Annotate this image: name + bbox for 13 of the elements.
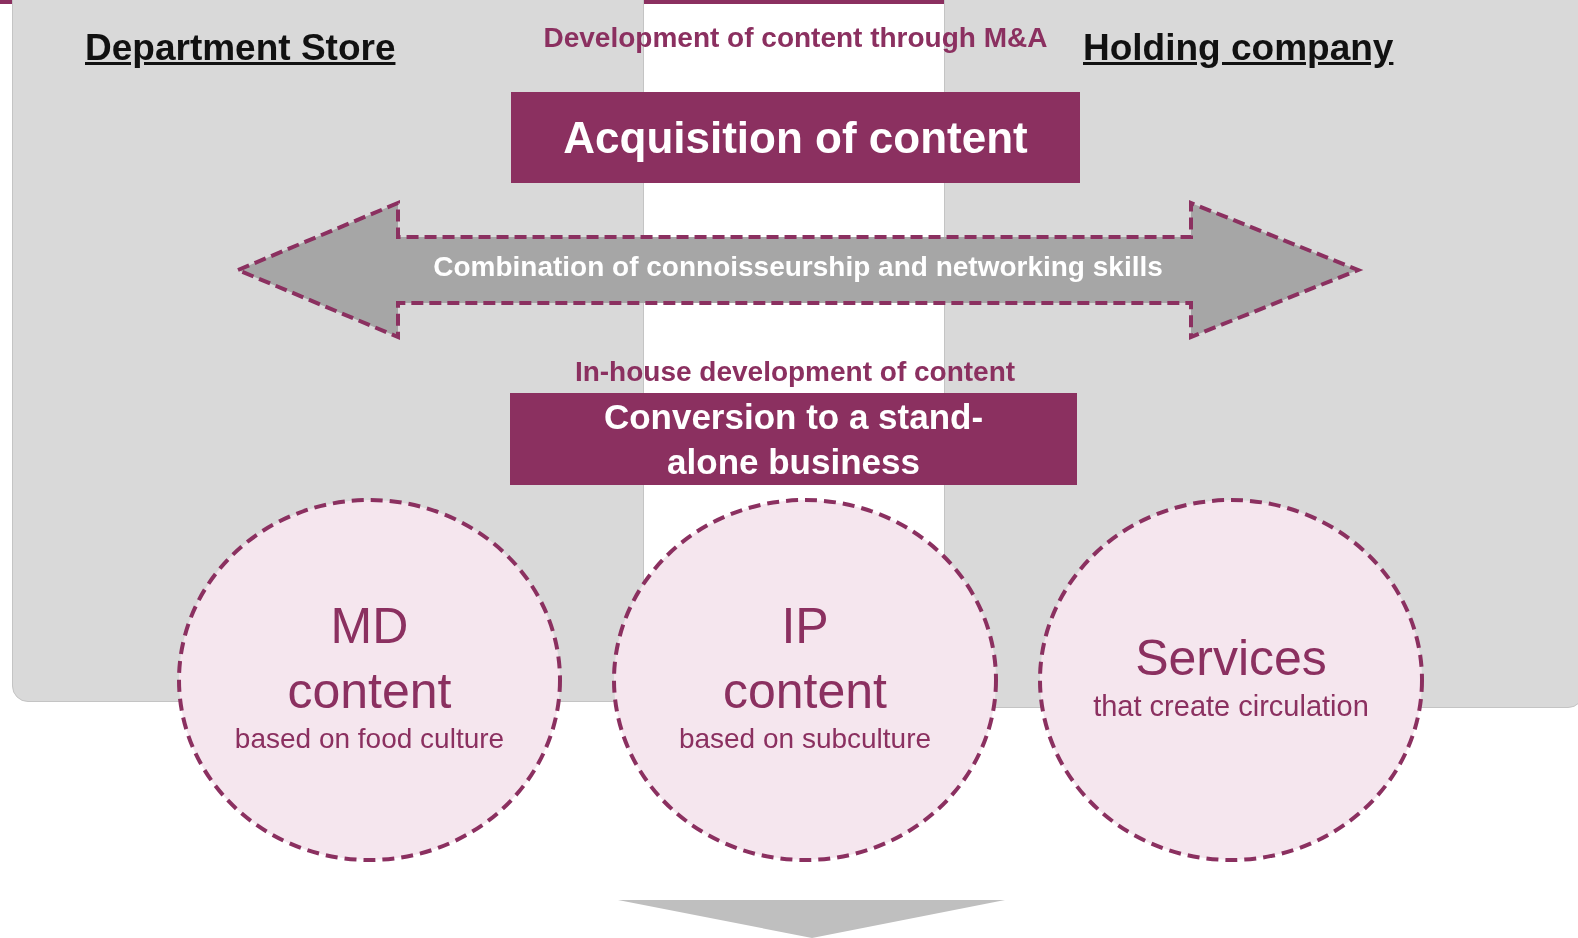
- circle-title: IP content: [722, 597, 888, 721]
- arrow-label: Combination of connoisseurship and networking skills: [432, 250, 1164, 284]
- circle-title: Services: [1134, 629, 1328, 688]
- panel-heading: Holding company: [1083, 27, 1394, 69]
- circle-subtitle: based on food culture: [233, 722, 506, 756]
- process-box: Conversion to a stand-alone business: [510, 393, 1077, 485]
- circle-subtitle: based on subculture: [677, 722, 933, 756]
- panel-heading: Department Store: [85, 27, 396, 69]
- circle-subtitle: that create circulation: [1092, 689, 1370, 724]
- box-heading: Development of content through M&A: [542, 21, 1049, 55]
- process-box: Acquisition of content: [511, 92, 1080, 183]
- box-heading: In-house development of content: [573, 355, 1017, 389]
- circle-title: MD content: [286, 597, 453, 721]
